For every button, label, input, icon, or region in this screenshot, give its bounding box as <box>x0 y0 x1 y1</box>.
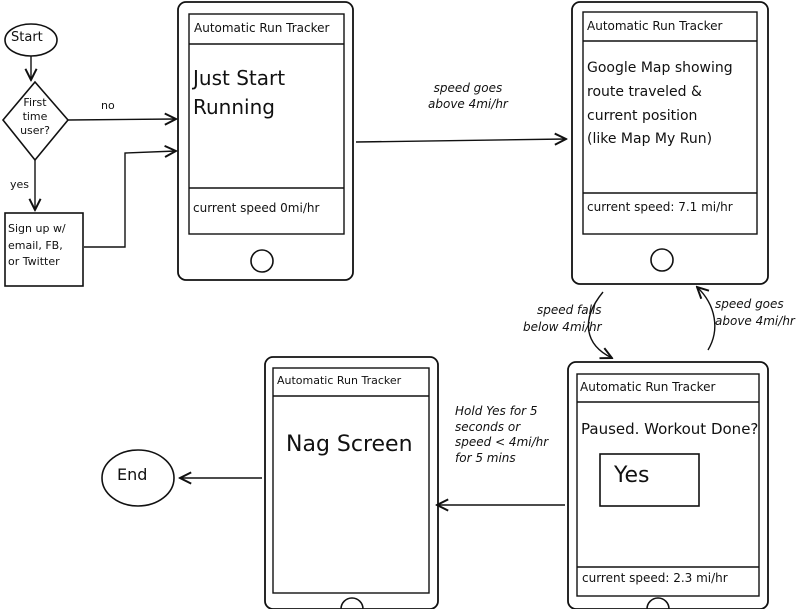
yes-button[interactable]: Yes <box>614 463 650 488</box>
phone2-body-line-2: route traveled & <box>587 83 702 100</box>
decision-line-1: First <box>23 96 47 109</box>
phone-map <box>571 1 769 285</box>
phone1-body: Just Start Running <box>193 64 285 122</box>
decision-label: First time user? <box>14 96 56 137</box>
home-button-1 <box>250 249 274 273</box>
phone3-title: Automatic Run Tracker <box>580 380 716 394</box>
yes-label: yes <box>10 178 30 191</box>
transition-speed-up-line-2: above 4mi/hr <box>428 97 508 112</box>
phone-just-start <box>177 1 354 281</box>
phone2-body-line-1: Google Map showing <box>587 60 733 76</box>
phone4-title: Automatic Run Tracker <box>277 374 402 387</box>
phone1-body-line-2: Running <box>193 95 275 119</box>
transition-speed-up: speed goes above 4mi/hr <box>428 80 508 112</box>
phone-paused <box>567 361 769 609</box>
yes-button-box <box>599 453 700 507</box>
phone4-body: Nag Screen <box>286 432 413 457</box>
signup-line-1: Sign up w/ <box>8 222 66 235</box>
decision-line-3: user? <box>20 123 50 137</box>
no-label: no <box>101 99 115 112</box>
phone1-body-line-1: Just Start <box>193 66 286 90</box>
phone2-footer: current speed: 7.1 mi/hr <box>587 200 733 214</box>
phone2-title: Automatic Run Tracker <box>587 19 723 33</box>
transition-speed-falls-line-1: speed falls <box>536 303 602 317</box>
end-label: End <box>117 465 148 484</box>
transition-speed-up-line-1: speed goes <box>433 81 503 95</box>
phone1-title: Automatic Run Tracker <box>194 21 330 35</box>
transition-speed-falls-line-2: below 4mi/hr <box>523 319 602 334</box>
signup-label: Sign up w/ email, FB, or Twitter <box>8 221 66 271</box>
transition-speed-goes-right: speed goes above 4mi/hr <box>715 296 795 330</box>
end-node <box>101 449 175 507</box>
start-label: Start <box>11 30 43 45</box>
signup-line-2: email, FB, <box>8 238 63 252</box>
transition-speed-falls: speed falls below 4mi/hr <box>523 302 602 336</box>
decision-line-2: time <box>22 109 48 123</box>
transition-speed-goes-right-line-2: above 4mi/hr <box>715 313 795 328</box>
transition-hold-yes-line-3: speed < 4mi/hr <box>455 435 549 450</box>
home-button-2 <box>650 248 674 272</box>
phone1-footer: current speed 0mi/hr <box>193 201 320 215</box>
transition-hold-yes: Hold Yes for 5 seconds or speed < 4mi/hr… <box>455 404 548 466</box>
transition-speed-goes-right-line-1: speed goes <box>715 297 784 311</box>
phone3-body: Paused. Workout Done? <box>581 420 759 438</box>
signup-box <box>4 212 84 287</box>
signup-line-3: or Twitter <box>8 255 60 268</box>
transition-hold-yes-line-2: seconds or <box>455 419 521 434</box>
transition-hold-yes-line-1: Hold Yes for 5 <box>455 404 538 418</box>
phone2-body: Google Map showing route traveled & curr… <box>587 57 733 152</box>
phone-nag <box>264 356 439 609</box>
phone3-footer: current speed: 2.3 mi/hr <box>582 571 728 585</box>
phone2-body-line-4: (like Map My Run) <box>587 131 713 148</box>
phone2-body-line-3: current position <box>587 107 698 124</box>
transition-hold-yes-line-4: for 5 mins <box>455 450 516 465</box>
